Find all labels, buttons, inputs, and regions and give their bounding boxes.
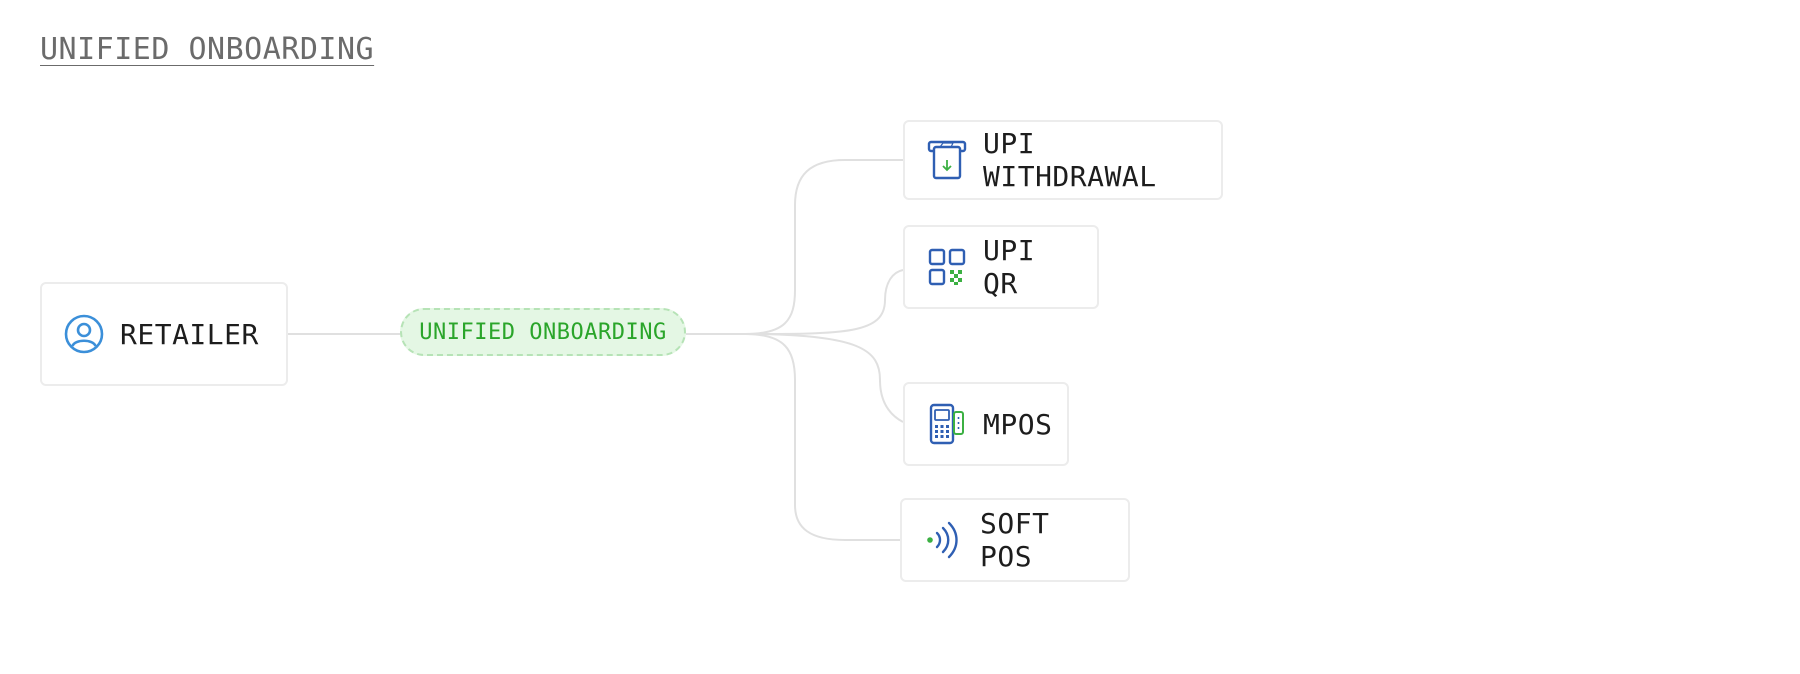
page-title: UNIFIED ONBOARDING [40,32,375,67]
upi-qr-label: UPI QR [983,234,1036,300]
card-terminal-icon [927,402,967,446]
connector-to-soft-pos [744,333,900,541]
mpos-node[interactable]: MPOS [903,382,1069,466]
connector-to-upi-qr [744,269,904,335]
upi-qr-node[interactable]: UPI QR [903,225,1099,309]
connector-to-upi-withdrawal [744,159,903,335]
upi-withdrawal-icon [927,138,967,182]
soft-pos-node[interactable]: SOFT POS [900,498,1130,582]
soft-pos-label: SOFT POS [980,507,1050,573]
hub-unified-onboarding[interactable]: UNIFIED ONBOARDING [400,308,686,356]
connector-to-mpos [744,333,904,423]
upi-withdrawal-label: UPI WITHDRAWAL [983,127,1157,193]
user-circle-icon [64,312,104,356]
contactless-icon [924,518,964,562]
upi-withdrawal-node[interactable]: UPI WITHDRAWAL [903,120,1223,200]
qr-code-icon [927,245,967,289]
retailer-node[interactable]: RETAILER [40,282,288,386]
retailer-label: RETAILER [120,317,259,351]
mpos-label: MPOS [983,407,1053,441]
